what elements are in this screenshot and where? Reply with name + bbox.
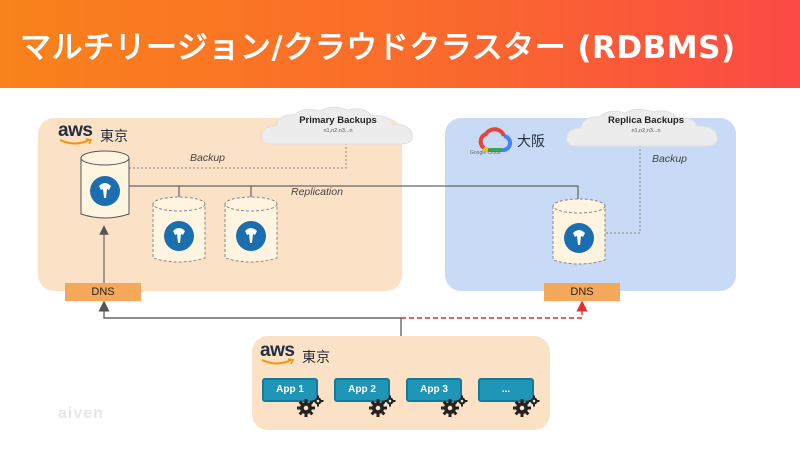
- gear-icon: [441, 395, 468, 417]
- primary-backups-title: Primary Backups: [299, 115, 377, 126]
- standby-postgresql-database-icon-1: [152, 196, 206, 263]
- apps-to-dns-tokyo-line: [98, 300, 402, 336]
- replica-postgresql-database-icon: [552, 198, 606, 265]
- app-more: ...: [478, 378, 534, 402]
- aiven-watermark: aiven: [58, 405, 104, 422]
- aws-smile-icon: [59, 138, 93, 145]
- replication-line: [129, 185, 579, 200]
- app-1: App 1: [262, 378, 318, 402]
- cloud-icon: [566, 108, 718, 147]
- aws-smile-icon: [261, 358, 295, 365]
- region-name-tokyo: 東京: [100, 129, 128, 145]
- apps-to-dns-osaka-failover-line: [401, 300, 588, 319]
- replica-backups-subtitle: n1,n2,n3...n: [631, 128, 661, 134]
- aws-logo: aws: [58, 120, 93, 145]
- aws-logo: aws: [260, 340, 295, 365]
- gear-icon: [369, 395, 396, 417]
- google-cloud-label: Google Cloud: [470, 150, 501, 156]
- dns-tokyo: DNS: [65, 283, 141, 301]
- header-banner: マルチリージョン/クラウドクラスター (RDBMS): [0, 0, 800, 88]
- region-name-osaka: 大阪: [517, 134, 545, 150]
- backup-line-osaka: [606, 139, 643, 234]
- app-3: App 3: [406, 378, 462, 402]
- replica-backups-title: Replica Backups: [607, 115, 685, 126]
- primary-postgresql-database-icon: [80, 150, 130, 219]
- dns-osaka: DNS: [544, 283, 620, 301]
- backup-label-osaka: Backup: [652, 153, 688, 165]
- backup-label-tokyo: Backup: [190, 152, 226, 164]
- gear-icon: [513, 395, 540, 417]
- region-name-apps-tokyo: 東京: [302, 350, 330, 366]
- google-cloud-icon: [478, 127, 513, 153]
- cloud-icon: [261, 106, 413, 145]
- backup-line-tokyo: [129, 137, 349, 169]
- standby-postgresql-database-icon-2: [224, 196, 278, 263]
- replication-label: Replication: [291, 186, 343, 198]
- primary-backups-subtitle: n1,n2,n3...n: [323, 128, 353, 134]
- gear-icon: [297, 395, 324, 417]
- page-title: マルチリージョン/クラウドクラスター (RDBMS): [20, 30, 736, 66]
- app-2: App 2: [334, 378, 390, 402]
